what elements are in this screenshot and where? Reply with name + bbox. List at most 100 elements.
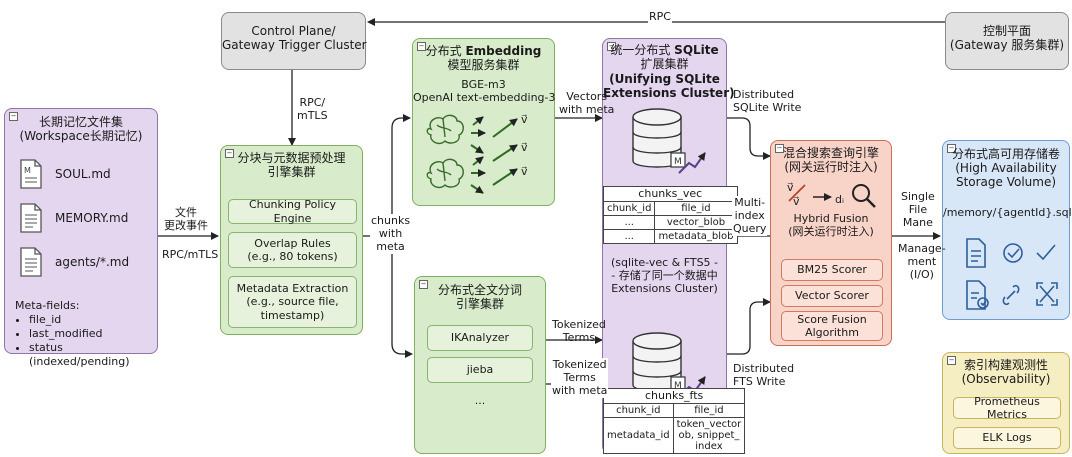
hybrid-search-node[interactable]: − 混合搜索查询引擎 (网关运行时注入) v⃗v⃗ dᵢ Hybrid Fusi… (770, 140, 892, 346)
sqlite-cluster-node[interactable]: − 统一分布式 SQLite 扩展集群 (Unifying SQLite Ext… (602, 38, 735, 454)
edge-label-file-change: 文件 更改事件 (164, 206, 208, 233)
collapse-icon[interactable]: − (947, 356, 956, 365)
file-row[interactable]: agents/*.md (19, 245, 129, 279)
storage-path: /memory/{agentId}.sqlite (943, 206, 1072, 219)
check-icon (1036, 244, 1056, 261)
table-row: ...metadata_blob (602, 229, 738, 245)
score-fusion-algorithm[interactable]: Score Fusion Algorithm (781, 311, 883, 341)
sqlite-title-cn: 统一分布式 (610, 43, 675, 57)
markdown-file-icon: M (20, 159, 42, 189)
meta-fields: Meta-fields: file_id last_modified statu… (15, 299, 157, 369)
embedding-cluster-node[interactable]: − 分布式 Embedding 模型服务集群 BGE-m3 OpenAI tex… (412, 38, 556, 206)
document-check-icon (966, 280, 989, 310)
observability-node[interactable]: − 索引构建观测性 (Observability) Prometheus Met… (942, 352, 1070, 454)
edge-label-single-file: Single File Mane (901, 190, 935, 230)
sqlite-title-line2: 扩展集群 (640, 57, 689, 71)
table-row: ...vector_blob (602, 215, 738, 231)
edge-sqlite-vec-write (727, 117, 771, 160)
vector-scorer[interactable]: Vector Scorer (781, 285, 883, 307)
embedding-title-line2: 模型服务集群 (447, 58, 520, 72)
meta-field-item: last_modified (29, 327, 157, 341)
database-icon: M (632, 108, 706, 174)
hybrid-fusion-label: Hybrid Fusion (网关运行时注入) (788, 212, 874, 238)
edge-label-rpc-mtls-left: RPC/mTLS (161, 248, 220, 262)
table-cell: file_id (654, 201, 738, 217)
file-row[interactable]: M SOUL.md (19, 157, 111, 191)
svg-text:dᵢ: dᵢ (835, 193, 844, 206)
edge-label-tokenized-meta: Tokenized Terms with meta (551, 358, 609, 398)
sqlite-title-en: (Unifying SQLite Extensions Cluster) (603, 72, 735, 101)
embedding-title-cn: 分布式 (425, 44, 466, 58)
file-row[interactable]: MEMORY.md (19, 201, 128, 235)
table-cell: file_id (672, 403, 746, 419)
longterm-memory-node[interactable]: − 长期记忆文件集 (Workspace长期记忆) M SOUL.md MEMO… (4, 108, 158, 368)
elk-logs[interactable]: ELK Logs (953, 427, 1061, 449)
meta-fields-title: Meta-fields: (15, 299, 80, 312)
edge-label-rpc-mtls: RPC/ mTLS (296, 96, 329, 123)
chunking-title: 分块与元数据预处理 引擎集群 (237, 151, 346, 180)
prometheus-metrics[interactable]: Prometheus Metrics (953, 395, 1061, 421)
overlap-rules[interactable]: Overlap Rules (e.g., 80 tokens) (228, 232, 357, 268)
edge-label-management: Manage- ment (I/O) (898, 242, 946, 282)
svg-text:M: M (674, 381, 682, 391)
file-name: agents/*.md (55, 255, 130, 269)
control-plane-title: Control Plane/ Gateway Trigger Cluster (222, 24, 367, 53)
collapse-icon[interactable]: − (417, 42, 426, 51)
collapse-icon[interactable]: − (9, 112, 18, 121)
more-tokenizers: ... (474, 394, 486, 407)
hybrid-fusion-icon: v⃗v⃗ dᵢ (787, 181, 876, 208)
document-file-icon (20, 203, 42, 233)
sqlite-title: 统一分布式 SQLite (603, 43, 726, 57)
fulltext-cluster-node[interactable]: − 分布式全文分词 引擎集群 IKAnalyzer jieba ... (414, 276, 546, 454)
collapse-icon[interactable]: − (947, 144, 956, 153)
jieba-item[interactable]: jieba (427, 357, 533, 383)
table-cell: metadata_id (603, 417, 674, 455)
document-file-icon (20, 247, 42, 277)
collapse-icon[interactable]: − (775, 144, 784, 153)
control-plane-cn-title: 控制平面 (Gateway 服务集群) (949, 24, 1065, 53)
edge-label-tokenized: Tokenized Terms (552, 318, 606, 345)
document-icon (966, 238, 986, 268)
table-cell: chunk_id (602, 201, 656, 217)
table-cell: vector_blob (654, 215, 738, 231)
metadata-extraction[interactable]: Metadata Extraction (e.g., source file, … (228, 276, 357, 328)
svg-text:v⃗: v⃗ (521, 141, 528, 154)
longterm-title: 长期记忆文件集 (Workspace长期记忆) (19, 115, 143, 144)
neural-network-icon: v⃗ v⃗ v⃗ (426, 113, 528, 194)
collapse-icon[interactable]: − (607, 42, 616, 51)
table-name: chunks_fts (602, 387, 746, 405)
collapse-icon[interactable]: − (419, 280, 428, 289)
edge-label-vectors: Vectors with meta (559, 90, 615, 117)
collapse-icon[interactable]: − (225, 149, 234, 158)
file-name: MEMORY.md (55, 211, 129, 225)
control-plane-cn-node[interactable]: 控制平面 (Gateway 服务集群) (945, 12, 1069, 70)
observability-title: 索引构建观测性 (Observability) (961, 358, 1051, 387)
svg-text:v⃗: v⃗ (787, 181, 794, 194)
edge-label-multi-index: Multi- index Query (732, 196, 768, 236)
storage-volume-node[interactable]: − 分布式高可用存储卷 (High Availability Storage V… (942, 140, 1072, 320)
svg-text:v⃗: v⃗ (521, 165, 528, 178)
embedding-title-bold: Embedding (465, 44, 542, 58)
table-cell: ... (602, 229, 656, 245)
link-icon (1002, 284, 1020, 306)
storage-title: 分布式高可用存储卷 (High Availability Storage Vol… (951, 147, 1060, 190)
embedding-title: 分布式 Embedding (413, 44, 554, 58)
svg-text:M: M (24, 166, 31, 175)
ikanalyzer-item[interactable]: IKAnalyzer (427, 325, 533, 351)
bm25-scorer[interactable]: BM25 Scorer (781, 259, 883, 281)
svg-text:v⃗: v⃗ (793, 195, 800, 208)
control-plane-node[interactable]: Control Plane/ Gateway Trigger Cluster (221, 12, 367, 70)
edge-sqlite-fts-write (727, 298, 771, 355)
hybrid-title: 混合搜索查询引擎 (网关运行时注入) (782, 146, 879, 175)
fulltext-title: 分布式全文分词 引擎集群 (437, 283, 522, 312)
edge-label-rpc: RPC (648, 10, 672, 24)
chunking-engine-node[interactable]: − 分块与元数据预处理 引擎集群 Chunking Policy Engine … (220, 145, 363, 335)
meta-field-item: status (indexed/pending) (29, 341, 157, 369)
chunking-policy-engine[interactable]: Chunking Policy Engine (228, 198, 357, 225)
table-cell: metadata_blob (654, 229, 738, 245)
